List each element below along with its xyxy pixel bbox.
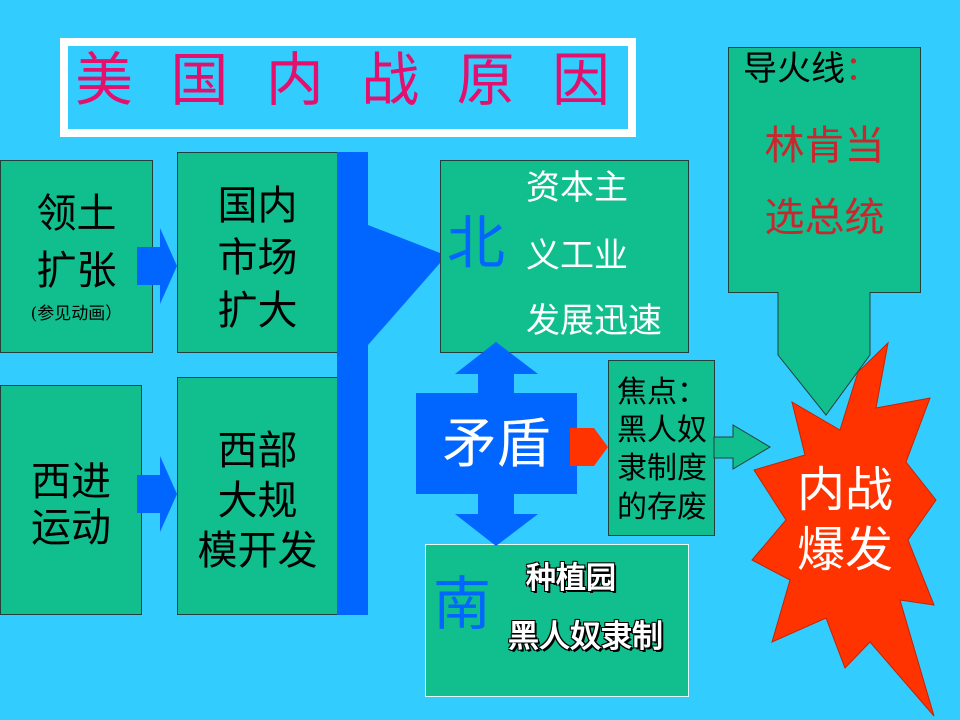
fuse-heading-colon: ：: [845, 49, 879, 89]
page-title: 美 国 内 战 原 因: [75, 46, 610, 114]
focus-line-4: 的存废: [617, 490, 707, 525]
focus-box: 焦点： 黑人奴 隶制度 的存废: [608, 360, 715, 536]
west-development-box: 西部 大规 模开发: [177, 377, 338, 615]
west-development-line-2: 大规: [217, 478, 298, 524]
north-line-1: 资本主: [526, 168, 628, 208]
focus-line-3: 隶制度: [617, 451, 707, 486]
focus-line-2: 黑人奴: [617, 413, 707, 448]
south-line-1: 种植园: [526, 561, 616, 596]
conflict-to-focus-arrow: [570, 428, 608, 466]
fuse-box: 导火线： 林肯当 选总统: [728, 47, 921, 293]
fuse-heading: 导火线：: [743, 49, 879, 89]
westward-line-2: 运动: [31, 505, 111, 551]
fuse-down-arrow-outline: [777, 292, 871, 416]
fuse-down-arrow: [778, 291, 870, 415]
merge-bar: [337, 152, 368, 615]
title-frame: [60, 38, 636, 137]
south-box: 南 种植园 黑人奴隶制: [425, 544, 689, 697]
territory-animation-note: (参见动画）: [30, 304, 123, 324]
fuse-heading-text: 导火线: [743, 49, 845, 89]
south-label: 南: [433, 570, 492, 638]
focus-line-1: 焦点：: [617, 375, 707, 410]
market-line-3: 扩大: [217, 288, 298, 334]
focus-to-war-arrow: [713, 424, 771, 470]
north-box: 北 资本主 义工业 发展迅速: [440, 160, 689, 353]
north-label: 北: [447, 209, 506, 277]
war-line-2: 爆发: [796, 522, 893, 578]
war-outbreak-starburst: [751, 341, 937, 717]
west-development-line-3: 模开发: [197, 528, 318, 574]
territory-line-1: 领土: [36, 191, 117, 237]
south-line-2: 黑人奴隶制: [508, 619, 663, 655]
territory-expansion-box: 领土 扩张 (参见动画）: [0, 160, 153, 353]
north-line-2: 义工业: [526, 236, 628, 276]
market-line-1: 国内: [217, 183, 298, 229]
war-outbreak-text: 内战 爆发: [785, 462, 905, 578]
west-development-line-1: 西部: [217, 428, 298, 474]
fuse-line-2: 选总统: [764, 195, 885, 241]
westward-movement-box: 西进 运动: [0, 385, 142, 615]
merge-funnel-to-north: [368, 225, 440, 345]
conflict-box: 矛盾: [416, 393, 577, 494]
westward-line-1: 西进: [31, 459, 111, 505]
territory-line-2: 扩张: [36, 248, 117, 294]
north-line-3: 发展迅速: [526, 301, 662, 341]
westward-to-development-arrow: [137, 456, 177, 532]
fuse-line-1: 林肯当: [764, 123, 885, 169]
territory-to-market-arrow: [137, 228, 177, 304]
conflict-label: 矛盾: [442, 412, 551, 475]
war-line-1: 内战: [796, 462, 893, 518]
market-line-2: 市场: [217, 235, 298, 281]
